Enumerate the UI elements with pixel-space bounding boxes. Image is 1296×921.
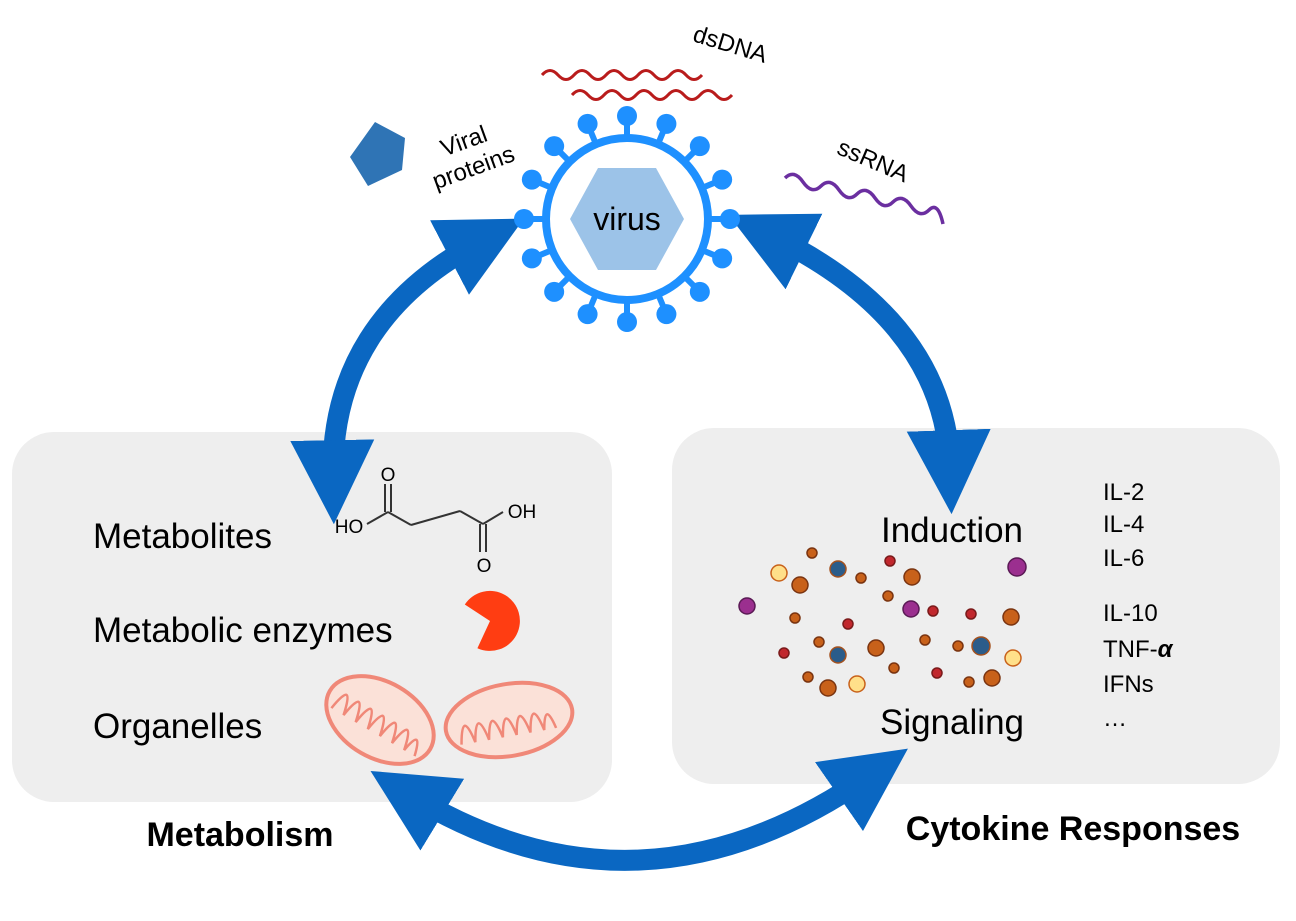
ssrna-label: ssRNA: [833, 134, 912, 188]
molecule-o-top: O: [381, 465, 396, 486]
cytokine-particle: [770, 564, 788, 582]
virus-spike-head: [712, 248, 733, 269]
cytokine-particle: [778, 647, 790, 659]
cytokine-particle: [1007, 557, 1027, 577]
induction-label: Induction: [881, 511, 1023, 550]
virus-spike-head: [544, 281, 565, 302]
cytokine-particle: [983, 669, 1001, 687]
cytokine-particle: [867, 639, 885, 657]
cytokine-particle: [971, 636, 991, 656]
virus-spike-head: [577, 113, 598, 134]
virus-spike-head: [521, 248, 542, 269]
cytokine-particle: [952, 640, 964, 652]
cytokine-particle: [931, 667, 943, 679]
cytokine-tnf: TNF-α: [1103, 636, 1174, 663]
organelles-label: Organelles: [93, 707, 262, 746]
cytokine-particle: [902, 600, 920, 618]
virus-spike-head: [617, 312, 637, 332]
metabolism-title: Metabolism: [146, 816, 333, 854]
cytokine-particle: [813, 636, 825, 648]
mitochondrion-1-icon: [324, 674, 436, 766]
arrow-virus-cytokine: [728, 213, 991, 515]
cytokine-il4: IL-4: [1103, 511, 1144, 538]
cytokine-particle: [888, 662, 900, 674]
arrow-metabolism-cytokine: [370, 748, 908, 871]
cytokine-ifns: IFNs: [1103, 671, 1154, 698]
virus-capsid-icon: [570, 168, 684, 270]
enzyme-pacman-icon: [464, 590, 520, 651]
virus-spike-head: [689, 136, 710, 157]
cytokine-responses-title: Cytokine Responses: [906, 810, 1240, 848]
cytokine-particle: [806, 547, 818, 559]
cytokine-particle: [829, 560, 847, 578]
metabolic-enzymes-label: Metabolic enzymes: [93, 611, 393, 650]
cytokine-il6: IL-6: [1103, 545, 1144, 572]
cytokine-il10: IL-10: [1103, 600, 1158, 627]
arrow-virus-metabolism: [290, 218, 524, 525]
cytokine-tnf-alpha: α: [1158, 636, 1174, 663]
dsdna-label: dsDNA: [690, 21, 771, 69]
cytokine-particle: [842, 618, 854, 630]
cytokine-particle: [963, 676, 975, 688]
cytokine-particle: [1004, 649, 1022, 667]
virus-spike-head: [577, 304, 598, 325]
molecule-ho-left: HO: [335, 517, 364, 538]
virus-spike-head: [617, 106, 637, 126]
virus-label: virus: [593, 201, 661, 237]
cytokine-particle: [855, 572, 867, 584]
cytokine-particle: [789, 612, 801, 624]
cytokine-tnf-prefix: TNF-: [1103, 636, 1158, 663]
virus-spike-head: [720, 209, 740, 229]
cytokine-particle: [1002, 608, 1020, 626]
virus-spike-head: [712, 169, 733, 190]
molecule-oh-right: OH: [508, 502, 537, 523]
metabolites-label: Metabolites: [93, 517, 272, 556]
cytokine-particle: [884, 555, 896, 567]
virus-spike-head: [521, 169, 542, 190]
cytokine-particle: [829, 646, 847, 664]
signaling-label: Signaling: [880, 703, 1024, 742]
virus-spike-head: [514, 209, 534, 229]
cytokine-particle: [903, 568, 921, 586]
mitochondrion-2-icon: [443, 680, 575, 760]
virus-spike-head: [689, 281, 710, 302]
dsdna-strand-2: [570, 89, 734, 101]
cytokine-dots: [738, 547, 1027, 697]
cytokine-particle: [848, 675, 866, 693]
cytokine-particle: [819, 679, 837, 697]
cytokine-il2: IL-2: [1103, 479, 1144, 506]
dsdna-strand-1: [540, 69, 704, 81]
ssrna-strand: [783, 172, 945, 225]
cytokine-particle: [791, 576, 809, 594]
virus-spike-head: [544, 136, 565, 157]
virus-spike-head: [656, 113, 677, 134]
cytokine-particle: [738, 597, 756, 615]
cytokine-particle: [919, 634, 931, 646]
cytokine-particle: [965, 608, 977, 620]
succinic-acid-molecule: [366, 484, 504, 552]
molecule-o-bottom: O: [477, 556, 492, 577]
virus-spikes: [514, 106, 740, 332]
viral-protein-icon: [350, 122, 405, 186]
virus-spike-head: [656, 304, 677, 325]
cytokine-particle: [927, 605, 939, 617]
cytokine-ellipsis: …: [1103, 705, 1127, 732]
cytokine-particle: [882, 590, 894, 602]
cytokine-particle: [802, 671, 814, 683]
